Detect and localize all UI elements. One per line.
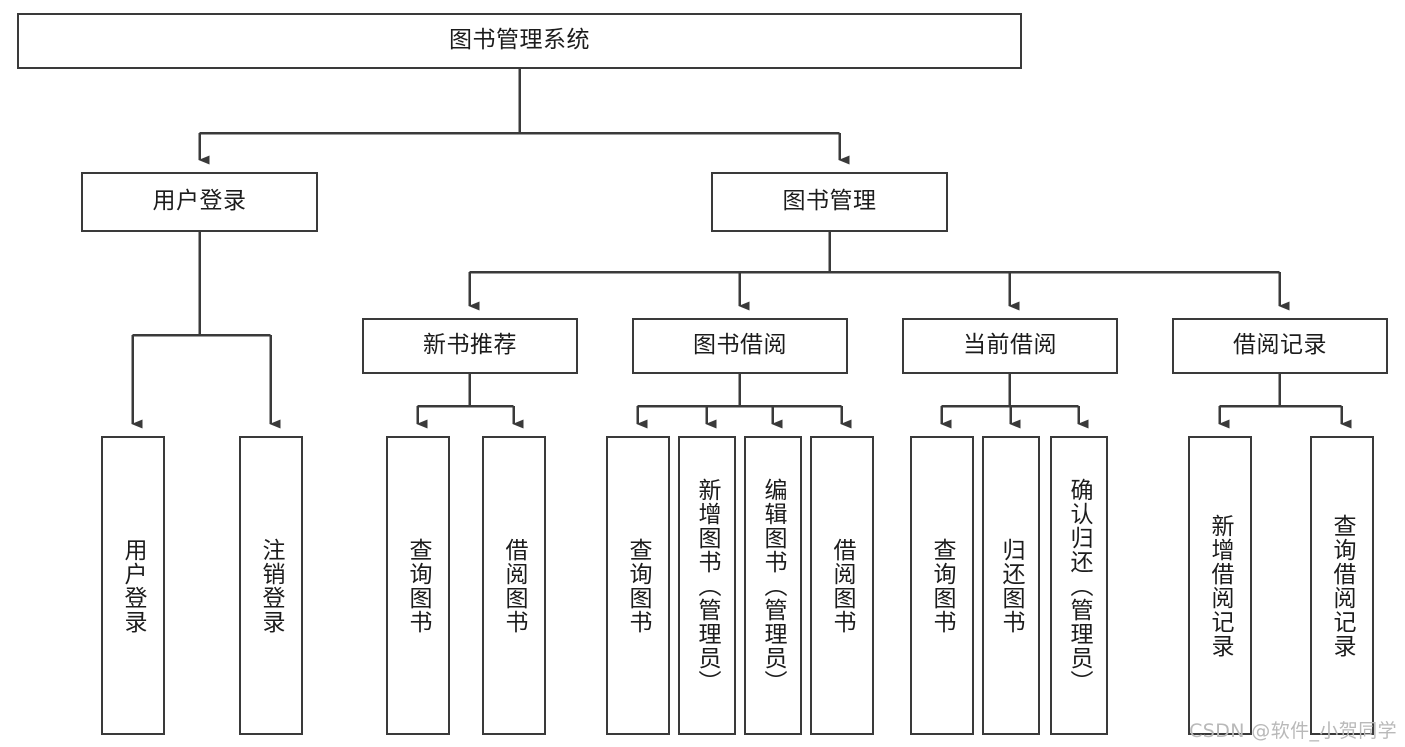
node-current-borrow[interactable]: 当前借阅 [902, 318, 1118, 374]
leaf-add-borrow-record-label: 新增借阅记录 [1207, 513, 1234, 658]
leaf-borrow-books-new-label: 借阅图书 [501, 537, 528, 634]
node-root-label: 图书管理系统 [449, 27, 590, 54]
leaf-return-book-label: 归还图书 [998, 537, 1025, 634]
node-book-borrow-label: 图书借阅 [693, 332, 787, 359]
node-user-login[interactable]: 用户登录 [81, 172, 318, 232]
leaf-edit-book-admin[interactable]: 编辑图书（管理员） [744, 436, 802, 735]
leaf-add-book-admin-label: 新增图书（管理员） [694, 477, 721, 694]
node-current-borrow-label: 当前借阅 [963, 332, 1057, 359]
leaf-query-books-borrow[interactable]: 查询图书 [606, 436, 670, 735]
node-borrow-records-label: 借阅记录 [1233, 332, 1327, 359]
leaf-borrow-books-borrow-label: 借阅图书 [829, 537, 856, 634]
leaf-add-borrow-record[interactable]: 新增借阅记录 [1188, 436, 1252, 735]
leaf-query-books-borrow-label: 查询图书 [625, 537, 652, 634]
leaf-logout-label: 注销登录 [258, 537, 285, 634]
leaf-logout[interactable]: 注销登录 [239, 436, 303, 735]
leaf-query-books-current[interactable]: 查询图书 [910, 436, 974, 735]
node-user-login-label: 用户登录 [152, 188, 247, 215]
leaf-query-books-current-label: 查询图书 [929, 537, 956, 634]
leaf-return-book[interactable]: 归还图书 [982, 436, 1040, 735]
leaf-borrow-books-borrow[interactable]: 借阅图书 [810, 436, 874, 735]
leaf-query-borrow-record[interactable]: 查询借阅记录 [1310, 436, 1374, 735]
node-book-management-label: 图书管理 [782, 188, 877, 215]
leaf-add-book-admin[interactable]: 新增图书（管理员） [678, 436, 736, 735]
leaf-borrow-books-new[interactable]: 借阅图书 [482, 436, 546, 735]
leaf-user-login-label: 用户登录 [120, 537, 147, 634]
node-new-book-recommend[interactable]: 新书推荐 [362, 318, 578, 374]
leaf-query-books-new[interactable]: 查询图书 [386, 436, 450, 735]
node-book-management[interactable]: 图书管理 [711, 172, 948, 232]
node-borrow-records[interactable]: 借阅记录 [1172, 318, 1388, 374]
leaf-confirm-return-admin[interactable]: 确认归还（管理员） [1050, 436, 1108, 735]
leaf-confirm-return-admin-label: 确认归还（管理员） [1066, 477, 1093, 694]
node-book-borrow[interactable]: 图书借阅 [632, 318, 848, 374]
leaf-edit-book-admin-label: 编辑图书（管理员） [760, 477, 787, 694]
leaf-query-borrow-record-label: 查询借阅记录 [1329, 513, 1356, 658]
node-root[interactable]: 图书管理系统 [17, 13, 1022, 69]
node-new-book-recommend-label: 新书推荐 [423, 332, 517, 359]
watermark-text: CSDN @软件_小贺同学 [1189, 720, 1397, 742]
leaf-user-login[interactable]: 用户登录 [101, 436, 165, 735]
leaf-query-books-new-label: 查询图书 [405, 537, 432, 634]
